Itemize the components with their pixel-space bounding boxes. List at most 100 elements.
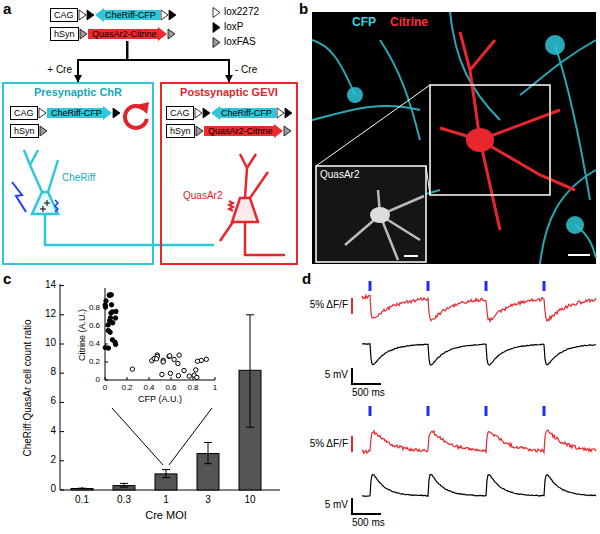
lox-site — [87, 10, 94, 20]
gene-label: QuasAr2-Citrine — [208, 126, 273, 136]
gene-arrow-fill — [211, 106, 276, 120]
lox-site-swatch — [213, 23, 220, 33]
inset-image — [316, 166, 426, 262]
figure-label: 0.6 — [165, 383, 176, 393]
scatter-dot — [168, 354, 172, 358]
axis — [60, 284, 280, 490]
figure-label: 4 — [50, 425, 56, 437]
figure-label: 0.4 — [143, 383, 154, 393]
cre-loop-head — [137, 102, 149, 114]
gene-label: CAG — [14, 108, 34, 118]
legend-text: loxP — [224, 21, 243, 32]
trace — [362, 344, 596, 365]
panel-letter: c — [3, 270, 11, 288]
panel-heading: Postsynaptic GEVI — [162, 86, 296, 98]
figure-label: 1 — [213, 383, 217, 393]
cation-symbol — [40, 200, 50, 212]
figure-label: 5% ΔF/F — [310, 438, 348, 450]
scatter-dot — [195, 359, 199, 363]
figure-label: 0.1 — [75, 494, 89, 506]
cfp-soma — [566, 216, 584, 234]
figure-label: 500 ms — [352, 387, 385, 399]
gene-label: CAG — [54, 10, 74, 20]
axis-tick — [60, 286, 250, 490]
lox-site — [161, 10, 168, 20]
gene-arrow: QuasAr2-Citrine — [204, 124, 283, 138]
lox-site — [169, 10, 176, 20]
gene-label: CAG — [170, 108, 190, 118]
figure-label: 5 mV — [325, 369, 348, 381]
cheriff-channel — [55, 200, 58, 212]
scatter-dot — [172, 357, 176, 361]
gene-label: CheRiff-CFP — [51, 108, 102, 118]
scatter-dot — [167, 354, 171, 358]
figure-label: 14 — [45, 279, 56, 291]
legend-text: lox2272 — [224, 6, 259, 17]
panel-c-chart — [60, 284, 280, 490]
gene-arrow: QuasAr2-Citrine — [88, 27, 167, 41]
presynaptic-soma — [32, 192, 58, 214]
figure-label: QuasAr2 — [320, 169, 359, 181]
promoter-box: hSyn — [50, 27, 79, 41]
inset-axis — [105, 288, 215, 380]
presynaptic-axon — [45, 214, 214, 245]
figure-label: 0.2 — [121, 383, 132, 393]
panel-a-art — [12, 102, 285, 255]
scatter-dot — [154, 357, 158, 361]
gene-arrow: CheRiff-CFP — [95, 8, 160, 22]
scatter-dot — [195, 375, 199, 379]
gene-arrow-fill — [47, 106, 112, 120]
figure-label: 500 ms — [352, 517, 385, 529]
lox-site-symbol — [212, 37, 221, 48]
scatter-dot — [182, 368, 186, 372]
figure-label: 5 mV — [325, 499, 348, 511]
cfp-neurite — [312, 12, 596, 264]
figure-label: 0.8 — [89, 303, 100, 313]
panel-b-image — [312, 12, 596, 264]
edge-label: + Cre — [46, 64, 73, 76]
scatter-dot — [113, 342, 117, 346]
outcome-panel: Postsynaptic GEVICAGCheRiff-CFPhSynQuasA… — [160, 82, 298, 265]
lox-site — [284, 126, 291, 136]
quasar-soma — [370, 207, 390, 223]
lox-site — [113, 108, 120, 118]
figure-label: 0 — [96, 375, 100, 385]
scatter-dot — [204, 357, 208, 361]
gene-label: hSyn — [170, 126, 191, 136]
scatter-dot — [168, 371, 172, 375]
scatter-dot — [109, 293, 113, 297]
figure-label: CheRiff:QuasAr cell count ratio — [22, 319, 34, 456]
legend-item: loxFAS — [212, 36, 256, 48]
trace — [362, 295, 596, 321]
scatter-dot — [161, 360, 165, 364]
gene-arrow-fill — [204, 124, 283, 138]
figure-label: 0.4 — [89, 339, 100, 349]
scatter-dot — [176, 373, 180, 377]
postsynaptic-soma — [232, 198, 258, 222]
gene-label: QuasAr2-Citrine — [92, 29, 157, 39]
figure-label: CheRiff — [62, 172, 95, 184]
postsynaptic-axon — [245, 222, 285, 255]
gene-label: CheRiff-CFP — [221, 108, 272, 118]
lox-site — [196, 126, 203, 136]
scatter-dot — [106, 323, 110, 327]
figure-label: 0 — [103, 383, 107, 393]
figure-label: 8 — [50, 366, 56, 378]
recombination-arrow — [78, 41, 127, 82]
figure-label: 2 — [50, 454, 56, 466]
cfp-soma — [545, 35, 565, 55]
legend-item: lox2272 — [212, 6, 259, 18]
promoter-box: hSyn — [10, 124, 39, 138]
figure-label: QuasAr2 — [183, 190, 222, 202]
figure-label: Citrine (A.U.) — [77, 309, 88, 361]
scatter-dot — [113, 316, 117, 320]
scatter-dot — [107, 318, 111, 322]
lox-site-swatch — [213, 8, 220, 18]
citrine-neurite — [440, 32, 575, 230]
gene-arrow-fill — [95, 8, 160, 22]
lox-site — [203, 108, 210, 118]
scatter-dot — [110, 310, 114, 314]
gene-arrow: CheRiff-CFP — [47, 106, 112, 120]
